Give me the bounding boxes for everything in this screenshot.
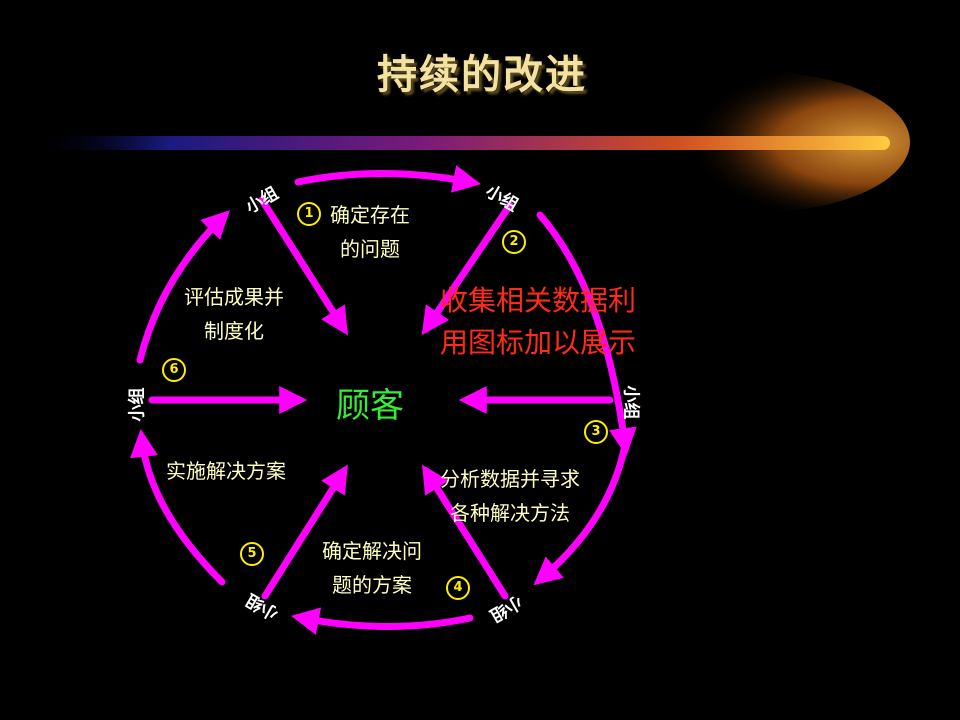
step-1-line-2: 的问题 [340,237,400,261]
step-3-line-1: 分析数据并寻求 [440,467,580,491]
team-label-left: 小组 [127,387,148,422]
center-customer-label: 顾客 [336,386,404,426]
arrow-2-to-3 [536,211,637,457]
step-1-badge: 1 [297,202,321,226]
step-4-line-2: 题的方案 [332,573,412,597]
arrow-4-to-5 [291,607,474,635]
step-3-label: 分析数据并寻求 各种解决方法 [440,462,580,530]
step-6-line-2: 制度化 [204,319,264,343]
arrow-3-to-4 [533,441,629,586]
step-3-badge: 3 [584,420,608,444]
arrow-1-to-2 [294,165,482,193]
step-1-line-1: 确定存在 [330,203,410,227]
step-6-badge: 6 [162,358,186,382]
step-4-badge: 4 [446,576,470,600]
step-2-line-2: 用图标加以展示 [440,326,637,359]
step-6-line-1: 评估成果并 [184,285,284,309]
arrow-5-to-6 [130,428,226,586]
cycle-arrows [130,165,637,635]
spoke-1 [258,196,349,336]
page-title: 持续的改进 [377,52,587,98]
step-1-label: 确定存在 的问题 [330,198,410,266]
team-label-right: 小组 [620,385,641,420]
step-5-badge: 5 [240,542,264,566]
step-4-label: 确定解决问 题的方案 [322,534,422,602]
step-2-label: 收集相关数据利 用图标加以展示 [440,280,636,364]
spoke-4 [422,464,509,600]
step-2-badge: 2 [502,230,526,254]
arrow-6-to-1 [136,210,230,364]
step-5-label: 实施解决方案 [166,454,286,488]
step-6-label: 评估成果并 制度化 [184,280,284,348]
decorative-bar [40,136,890,150]
spoke-2 [421,201,514,336]
step-2-line-1: 收集相关数据利 [440,284,637,317]
step-3-line-2: 各种解决方法 [450,501,570,525]
step-5-line-1: 实施解决方案 [166,459,286,483]
step-4-line-1: 确定解决问 [322,539,422,563]
spoke-5 [261,464,348,600]
